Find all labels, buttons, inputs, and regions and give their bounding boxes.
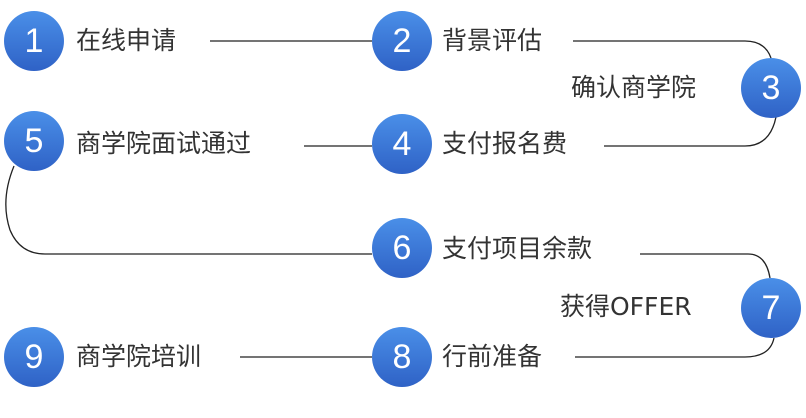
step-2-label: 背景评估 (442, 26, 543, 55)
step-5-label: 商学院面试通过 (76, 129, 252, 158)
step-3-badge: 3 (741, 58, 801, 118)
step-5-badge: 5 (4, 111, 64, 171)
step-1-badge: 1 (4, 11, 64, 71)
step-6-label: 支付项目余款 (442, 234, 593, 263)
connector-7-8 (575, 337, 775, 358)
connector-6-7 (640, 253, 771, 279)
step-8-badge: 8 (372, 327, 432, 387)
step-4-label: 支付报名费 (442, 129, 568, 158)
step-9-badge: 9 (4, 327, 64, 387)
step-7-label: 获得OFFER (560, 292, 692, 321)
step-9-label: 商学院培训 (76, 342, 202, 371)
connector-3-4 (604, 116, 777, 147)
connector-2-3 (573, 40, 772, 59)
step-6-badge: 6 (372, 218, 432, 278)
step-1-label: 在线申请 (76, 26, 177, 55)
connector-5-6 (5, 165, 372, 255)
step-4-badge: 4 (372, 114, 432, 174)
step-7-badge: 7 (741, 278, 801, 338)
step-8-label: 行前准备 (442, 342, 543, 371)
step-2-badge: 2 (372, 11, 432, 71)
step-3-label: 确认商学院 (571, 73, 697, 102)
